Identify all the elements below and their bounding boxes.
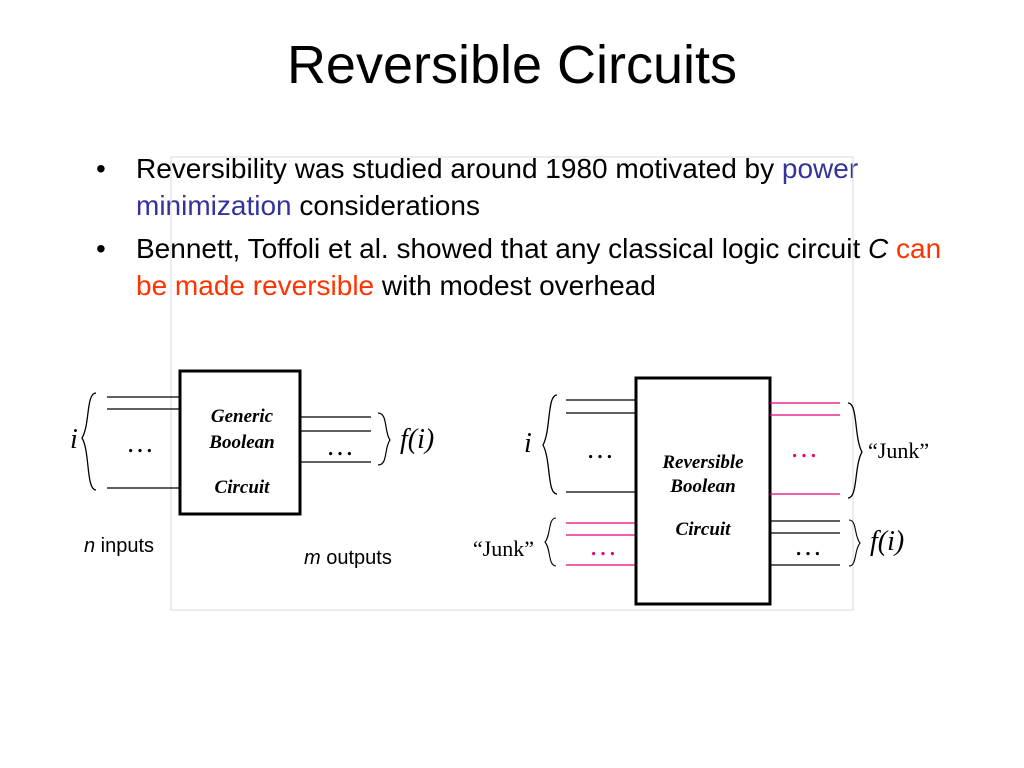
reversible-input-dots: … — [586, 434, 614, 465]
reversible-input-label: i — [524, 428, 532, 459]
m-outputs-label: m outputs — [304, 547, 392, 569]
n-text: inputs — [95, 535, 154, 557]
m-var: m — [304, 547, 321, 569]
junk-output-brace — [847, 402, 863, 499]
generic-input-brace — [81, 392, 97, 491]
bullet-item-2: • Bennett, Toffoli et al. showed that an… — [96, 230, 956, 304]
reversible-circuit: i … “Junk” … Reversible Boolean Circuit … — [473, 376, 929, 606]
bullet-2-part-2: with modest overhead — [374, 270, 656, 301]
reversible-output-brace — [848, 519, 861, 567]
reversible-box-line-1: Reversible — [661, 452, 744, 473]
junk-input-brace — [544, 517, 557, 567]
n-inputs-label: n inputs — [84, 535, 154, 557]
bullet-item-1: • Reversibility was studied around 1980 … — [96, 150, 956, 224]
bullet-list: • Reversibility was studied around 1980 … — [96, 150, 956, 310]
junk-input-label: “Junk” — [473, 536, 534, 561]
bullet-1-highlight: power minimization — [136, 153, 859, 221]
bullet-marker: • — [96, 233, 106, 264]
bullet-1-part-1: Reversibility was studied around 1980 mo… — [136, 153, 782, 184]
junk-input-dots: … — [589, 531, 617, 562]
bullet-text-1: Reversibility was studied around 1980 mo… — [136, 150, 956, 224]
bullet-1-part-2: considerations — [291, 190, 480, 221]
slide-title: Reversible Circuits — [286, 35, 738, 95]
generic-output-brace — [377, 412, 391, 466]
generic-input-dots: … — [126, 428, 154, 459]
reversible-circuit-box — [634, 376, 772, 606]
bullet-2-part-1: Bennett, Toffoli et al. showed that any … — [136, 233, 869, 264]
reversible-input-brace — [542, 394, 558, 495]
junk-output-dots: … — [790, 433, 818, 464]
generic-input-label: i — [70, 424, 78, 455]
n-var: n — [84, 535, 95, 557]
bullet-2-variable: C — [868, 233, 889, 264]
reversible-output-label: f(i) — [870, 526, 904, 557]
figure-frame — [170, 156, 854, 611]
junk-output-label: “Junk” — [868, 438, 929, 463]
bullet-2-highlight: can be made reversible — [136, 233, 942, 301]
reversible-output-dots: … — [794, 531, 822, 562]
bullet-text-2: Bennett, Toffoli et al. showed that any … — [136, 230, 956, 304]
generic-output-label: f(i) — [400, 424, 434, 455]
reversible-box-line-2: Boolean — [669, 476, 735, 497]
reversible-box-line-3: Circuit — [676, 519, 732, 540]
generic-circuit: i … Generic Boolean Circuit … f(i) n inp… — [70, 369, 434, 569]
generic-box-line-3: Circuit — [215, 477, 271, 498]
generic-box-line-1: Generic — [211, 406, 274, 427]
bullet-marker: • — [96, 153, 106, 184]
generic-output-dots: … — [326, 431, 354, 462]
generic-circuit-box — [178, 369, 302, 516]
generic-box-line-2: Boolean — [208, 432, 274, 453]
m-text: outputs — [321, 547, 392, 569]
